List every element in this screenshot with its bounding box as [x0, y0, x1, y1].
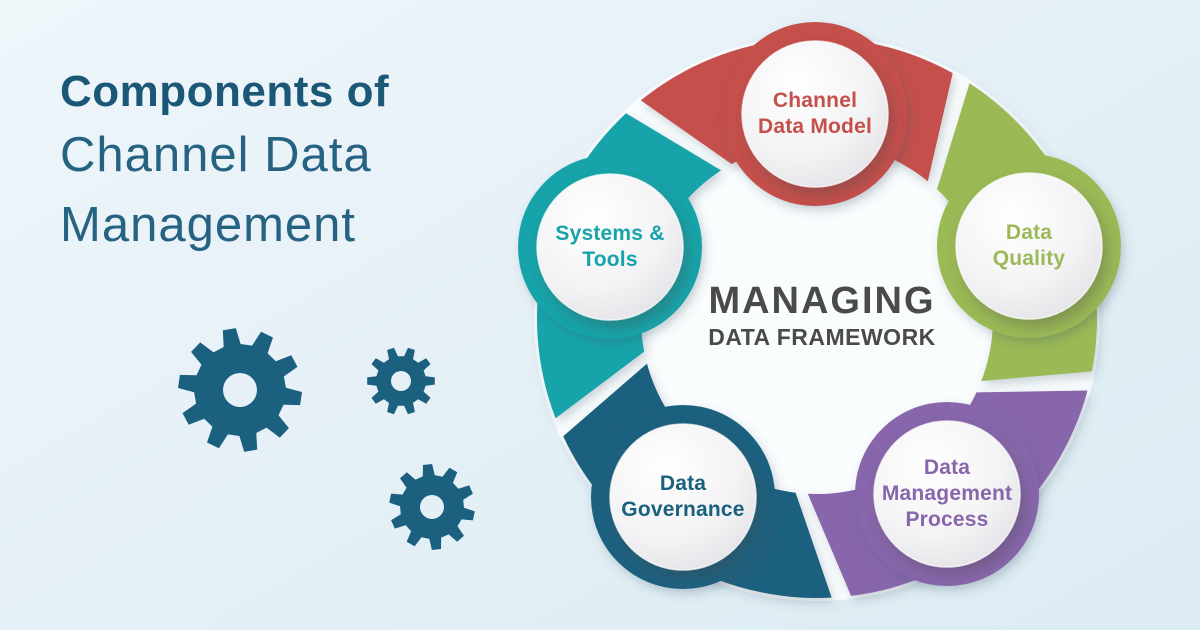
page-title: Components of Channel Data Management: [60, 64, 389, 260]
gear-medium-icon: [389, 464, 475, 550]
diagram-center-label: MANAGING DATA FRAMEWORK: [652, 281, 992, 350]
center-label-line-2: DATA FRAMEWORK: [708, 324, 936, 350]
node-data-management-process: [873, 420, 1021, 568]
node-channel-data-model: [741, 40, 889, 188]
node-systems-tools: [536, 173, 684, 321]
gear-small-icon: [367, 347, 435, 415]
center-label-line-1: MANAGING: [708, 280, 936, 322]
title-line-1: Components of: [60, 67, 390, 116]
node-data-governance: [609, 423, 757, 571]
gear-large-icon: [178, 328, 302, 452]
title-line-3: Management: [60, 198, 357, 252]
node-data-quality: [955, 172, 1103, 320]
title-line-2: Channel Data: [60, 128, 372, 182]
